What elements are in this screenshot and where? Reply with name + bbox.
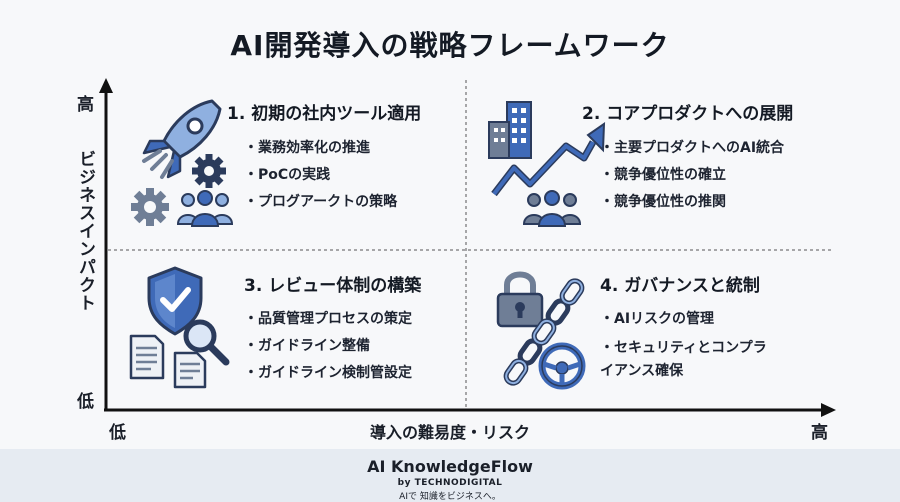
list-item: ガイドライン検制管設定 [244,360,412,387]
list-item: AIリスクの管理 [600,306,770,333]
quadrant-3-title: 3. レビュー体制の構築 [244,276,422,296]
chain-icon [503,278,585,386]
list-item: 主要プロダクトへのAI統合 [600,135,784,162]
quadrant-4-list: AIリスクの管理 セキュリティとコンプライアンス確保 [600,306,770,383]
footer: AI KnowledgeFlow by TECHNODIGITAL AIで 知識… [0,449,900,502]
page-title: AI開発導入の戦略フレームワーク [230,29,670,62]
x-axis-low-tick: 低 [109,423,126,443]
document-icon [173,351,207,389]
list-item: プログアークトの策略 [244,189,397,216]
quadrant-3-list: 品質管理プロセスの策定 ガイドライン整備 ガイドライン検制管設定 [244,306,412,387]
y-axis-label: ビジネスインパクト [75,150,95,312]
x-axis-high-tick: 高 [811,423,828,443]
gear-icon [192,154,226,188]
building-icon [488,101,532,159]
axes [99,78,836,417]
brand-tagline: AIで 知識をビジネスへ。 [399,492,501,502]
list-item: ガイドライン整備 [244,333,412,360]
x-axis-label: 導入の難易度・リスク [369,423,530,442]
steering-wheel-icon [538,342,586,390]
team-icon [522,190,582,227]
document-icon [129,334,165,380]
padlock-icon [496,271,544,328]
list-item: 競争優位性の確立 [600,162,784,189]
quadrant-2-title: 2. コアプロダクトへの展開 [582,104,794,124]
y-axis-low-tick: 低 [77,392,94,412]
shield-check-icon [147,266,203,336]
team-icon [176,190,234,227]
y-axis-high-tick: 高 [77,95,94,115]
magnifier-icon [183,319,230,366]
quadrant-2-list: 主要プロダクトへのAI統合 競争優位性の確立 競争優位性の推関 [600,135,784,216]
quadrant-1-title: 1. 初期の社内ツール適用 [227,104,422,124]
x-axis-arrowhead [821,403,836,417]
list-item: 業務効率化の推進 [244,135,397,162]
list-item: セキュリティとコンプライアンス確保 [600,333,770,383]
rocket-icon [142,99,222,179]
list-item: PoCの実践 [244,162,397,189]
matrix-diagram [99,78,836,417]
y-axis-arrowhead [99,78,113,93]
brand-name: AI KnowledgeFlow [367,457,533,476]
list-item: 競争優位性の推関 [600,189,784,216]
list-item: 品質管理プロセスの策定 [244,306,412,333]
quadrant-4-title: 4. ガバナンスと統制 [600,276,760,296]
brand-byline: by TECHNODIGITAL [397,478,503,488]
quadrant-1-list: 業務効率化の推進 PoCの実践 プログアークトの策略 [244,135,397,216]
gear-icon [131,188,169,226]
